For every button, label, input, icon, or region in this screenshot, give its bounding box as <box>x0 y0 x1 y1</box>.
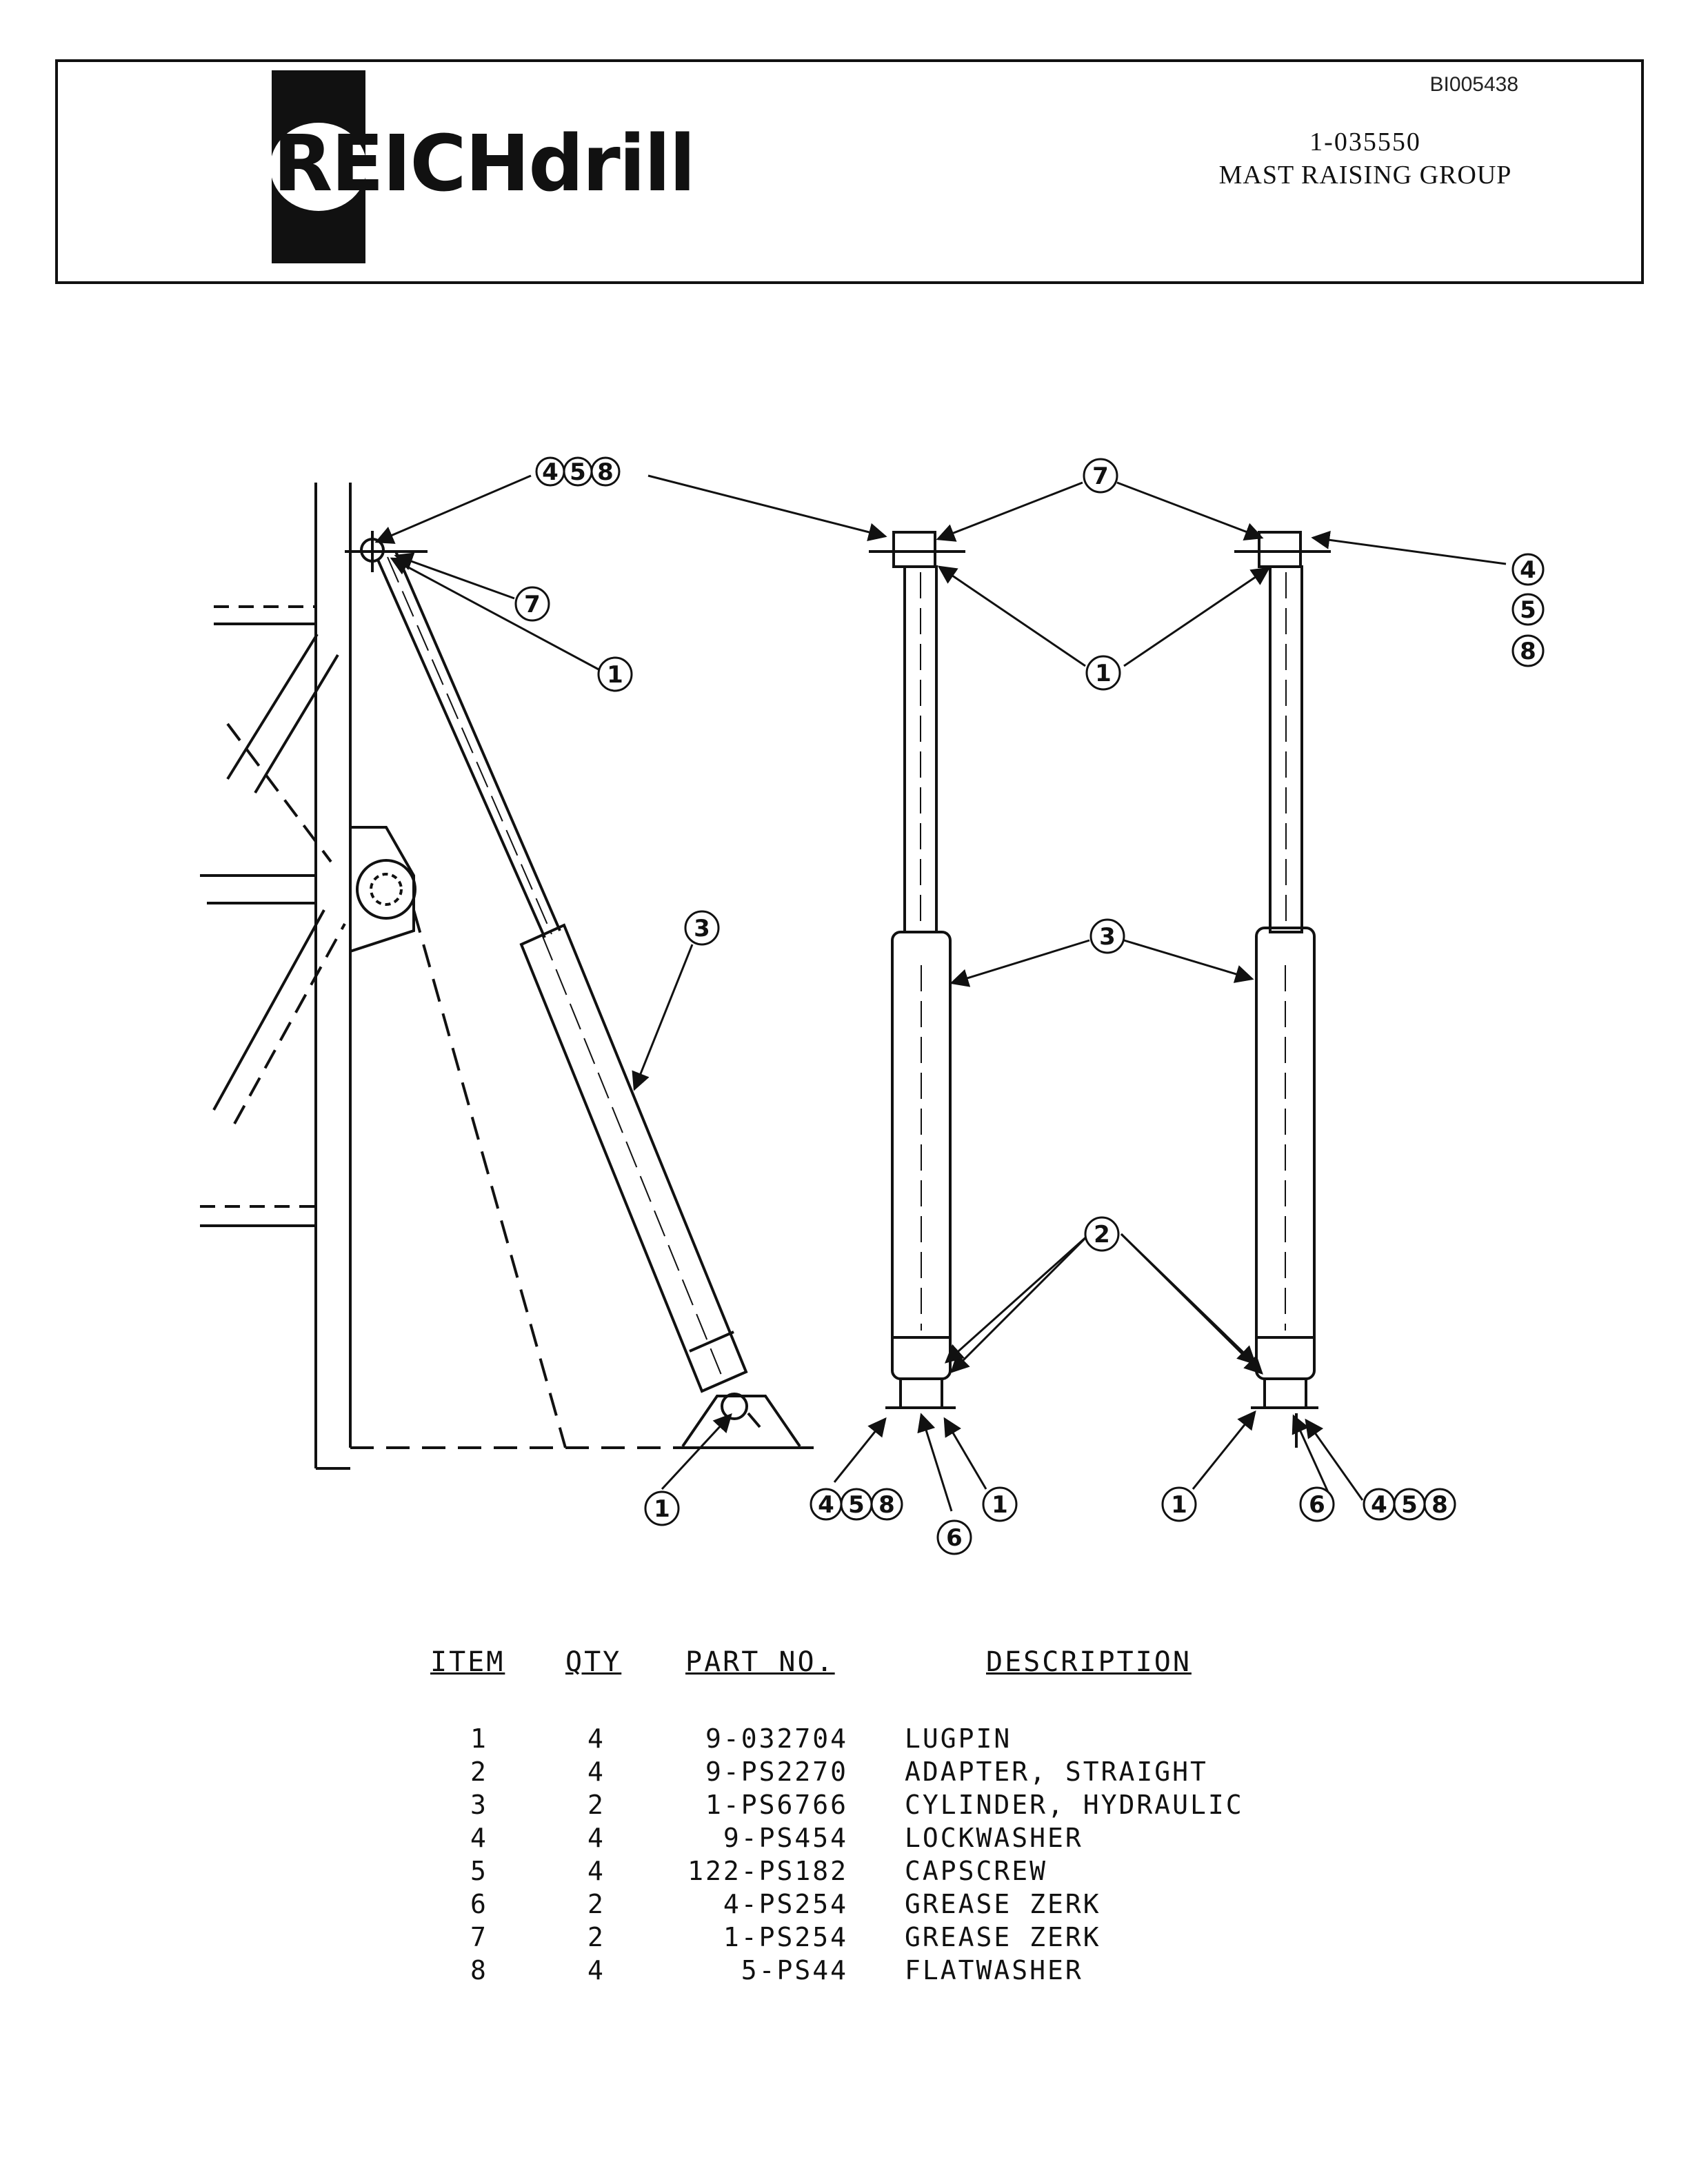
svg-text:4: 4 <box>1520 556 1536 584</box>
callout-3-mid: 3 <box>1089 918 1125 954</box>
assembly-title: MAST RAISING GROUP <box>1218 161 1512 190</box>
table-cell-part-no: 9-032704 <box>705 1723 848 1754</box>
table-cell-qty: 4 <box>587 1856 605 1886</box>
table-cell-part-no: 122-PS182 <box>687 1856 848 1886</box>
svg-text:1: 1 <box>1095 660 1112 687</box>
column-header-item: ITEM <box>430 1646 505 1678</box>
table-cell-part-no: 5-PS44 <box>741 1955 848 1985</box>
table-cell-qty: 4 <box>587 1723 605 1754</box>
svg-text:8: 8 <box>878 1491 895 1519</box>
callout-1-bottom-mid: 1 <box>982 1486 1018 1522</box>
callout-458-bottom-right: 4 5 8 <box>1363 1488 1456 1521</box>
svg-text:4: 4 <box>1371 1491 1387 1519</box>
callout-458-top: 4 5 8 <box>535 456 621 487</box>
table-cell-part-no: 9-PS2270 <box>705 1757 848 1787</box>
svg-text:3: 3 <box>694 915 710 942</box>
callout-1-bottom-right: 1 <box>1161 1486 1197 1522</box>
table-cell-item: 5 <box>470 1856 488 1886</box>
svg-text:8: 8 <box>1431 1491 1448 1519</box>
assembly-part-number: 1-035550 <box>1309 128 1421 156</box>
svg-text:1: 1 <box>607 661 623 689</box>
table-cell-item: 4 <box>470 1823 488 1853</box>
exploded-view-diagram: 4 5 8 7 7 1 1 4 5 8 3 <box>200 456 1545 1555</box>
svg-text:7: 7 <box>524 591 541 618</box>
table-cell-part-no: 4-PS254 <box>723 1889 848 1919</box>
table-cell-item: 1 <box>470 1723 488 1754</box>
svg-text:2: 2 <box>1094 1221 1110 1248</box>
callout-458-bottom-mid: 4 5 8 <box>810 1488 903 1521</box>
svg-text:6: 6 <box>946 1524 963 1552</box>
table-cell-qty: 4 <box>587 1757 605 1787</box>
column-header-qty: QTY <box>565 1646 622 1678</box>
callout-text: 4 <box>542 458 559 486</box>
callout-text: 5 <box>570 458 586 486</box>
table-cell-description: CYLINDER, HYDRAULIC <box>905 1790 1244 1820</box>
table-cell-item: 7 <box>470 1922 488 1952</box>
callout-458-right: 4 5 8 <box>1511 553 1545 667</box>
hydraulic-cylinder-left <box>345 531 761 1428</box>
table-cell-description: ADAPTER, STRAIGHT <box>905 1757 1208 1787</box>
table-cell-description: LUGPIN <box>905 1723 1012 1754</box>
callout-1-left: 1 <box>597 656 633 692</box>
table-cell-item: 3 <box>470 1790 488 1820</box>
column-header-description: DESCRIPTION <box>986 1646 1192 1678</box>
hydraulic-cylinder-center <box>869 531 965 1409</box>
svg-text:6: 6 <box>1309 1491 1325 1519</box>
callout-7-left: 7 <box>514 586 550 622</box>
callout-1-bottom-left: 1 <box>644 1490 680 1526</box>
table-cell-part-no: 9-PS454 <box>723 1823 848 1853</box>
table-cell-description: FLATWASHER <box>905 1955 1083 1985</box>
callout-6-right: 6 <box>1299 1486 1335 1522</box>
svg-text:1: 1 <box>654 1495 670 1523</box>
table-cell-qty: 2 <box>587 1889 605 1919</box>
table-cell-description: CAPSCREW <box>905 1856 1048 1886</box>
svg-text:4: 4 <box>818 1491 834 1519</box>
callout-3-left: 3 <box>684 910 720 946</box>
svg-text:5: 5 <box>1520 596 1536 624</box>
table-cell-qty: 2 <box>587 1922 605 1952</box>
table-cell-qty: 4 <box>587 1955 605 1985</box>
callout-1-mid: 1 <box>1085 655 1121 691</box>
svg-text:1: 1 <box>992 1491 1008 1519</box>
svg-text:5: 5 <box>1401 1491 1418 1519</box>
svg-text:7: 7 <box>1092 463 1109 490</box>
table-cell-qty: 2 <box>587 1790 605 1820</box>
table-cell-part-no: 1-PS6766 <box>705 1790 848 1820</box>
svg-text:5: 5 <box>848 1491 865 1519</box>
table-cell-qty: 4 <box>587 1823 605 1853</box>
leader-lines <box>374 474 1507 1512</box>
logo-mark <box>270 70 367 263</box>
svg-text:3: 3 <box>1099 923 1116 951</box>
mast-frame <box>200 483 814 1470</box>
callout-6-mid: 6 <box>936 1519 972 1555</box>
table-cell-description: GREASE ZERK <box>905 1889 1101 1919</box>
table-cell-description: GREASE ZERK <box>905 1922 1101 1952</box>
callout-2: 2 <box>1084 1216 1120 1252</box>
callout-7-top: 7 <box>1083 458 1118 494</box>
document-id: BI005438 <box>1429 73 1518 96</box>
company-logo: REICHdrill <box>273 119 696 209</box>
table-cell-description: LOCKWASHER <box>905 1823 1083 1853</box>
callout-text: 8 <box>597 458 614 486</box>
table-cell-item: 8 <box>470 1955 488 1985</box>
table-cell-item: 6 <box>470 1889 488 1919</box>
svg-text:1: 1 <box>1171 1491 1187 1519</box>
table-cell-item: 2 <box>470 1757 488 1787</box>
table-cell-part-no: 1-PS254 <box>723 1922 848 1952</box>
title-block <box>55 59 1644 284</box>
column-header-part-no: PART NO. <box>685 1646 835 1678</box>
hydraulic-cylinder-right <box>1234 531 1331 1448</box>
svg-text:8: 8 <box>1520 638 1536 665</box>
